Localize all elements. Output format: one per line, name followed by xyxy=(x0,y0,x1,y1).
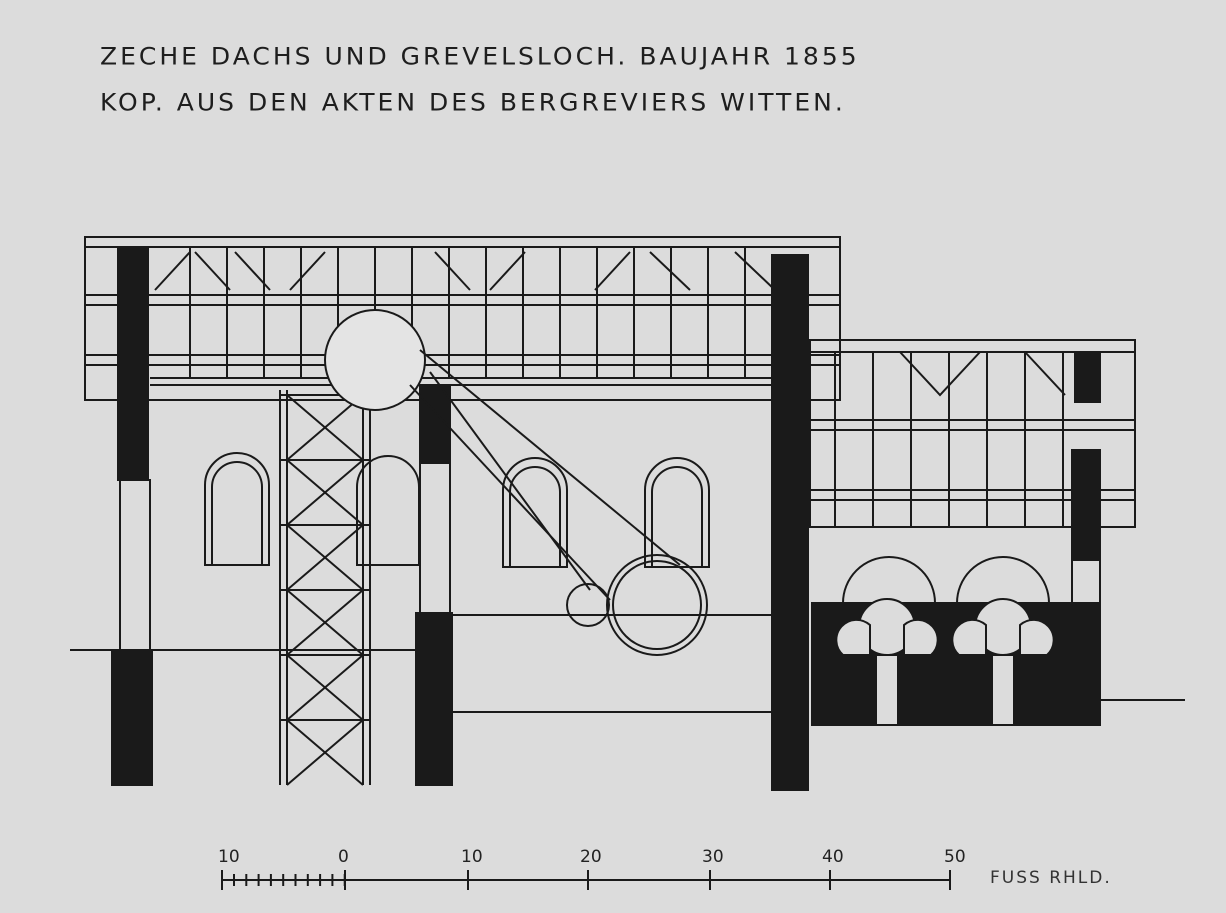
lattice-brace xyxy=(286,459,364,526)
scale-label: 10 xyxy=(461,847,483,867)
scale-label: 30 xyxy=(702,847,724,867)
left-wall xyxy=(111,247,153,786)
scale-unit: FUSS RHLD. xyxy=(990,868,1112,888)
scale-label: 50 xyxy=(944,847,966,867)
lattice-brace xyxy=(286,654,364,721)
winding-drum xyxy=(324,309,772,656)
lattice-brace xyxy=(286,524,364,591)
scale-label: 40 xyxy=(822,847,844,867)
boiler-house-roof xyxy=(809,339,1136,528)
scale-bar xyxy=(221,870,951,890)
engine-house-wall xyxy=(771,254,809,791)
scale-label: 0 xyxy=(338,847,349,867)
scale-label: 10 xyxy=(218,847,240,867)
main-roof-truss xyxy=(84,236,841,401)
drawing-subtitle: KOP. AUS DEN AKTEN DES BERGREVIERS WITTE… xyxy=(100,88,846,117)
lattice-brace xyxy=(286,719,364,786)
scale-label: 20 xyxy=(580,847,602,867)
middle-wall xyxy=(415,384,453,786)
arched-windows xyxy=(204,452,710,568)
boiler-house-wall xyxy=(1071,351,1101,606)
drawing-title: ZECHE DACHS UND GREVELSLOCH. BAUJAHR 185… xyxy=(100,42,860,71)
lattice-brace xyxy=(286,589,364,656)
lattice-brace xyxy=(286,394,364,461)
boilers xyxy=(811,556,1101,726)
shaft-headframe xyxy=(279,390,371,786)
